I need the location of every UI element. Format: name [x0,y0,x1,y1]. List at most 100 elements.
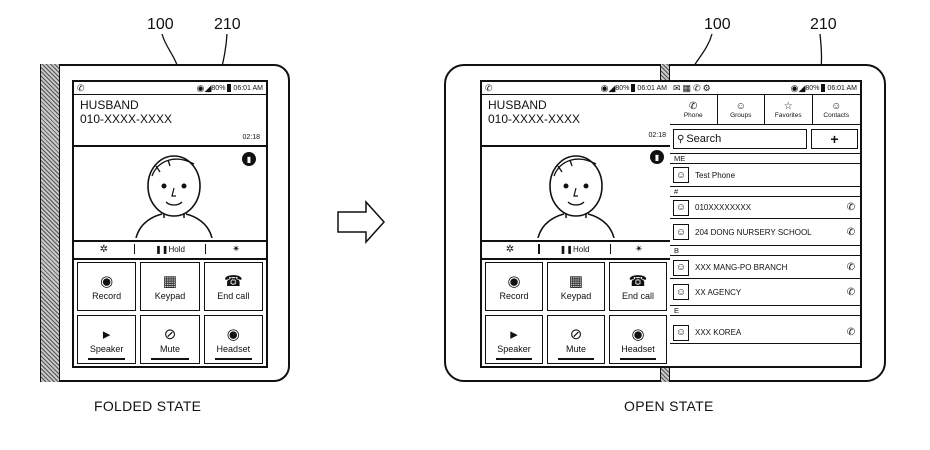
wifi-icon: ◉ [196,82,205,93]
search-input[interactable]: ⚲ Search [673,129,807,149]
contact-name: 204 DONG NURSERY SCHOOL [695,227,812,237]
contact-avatar-icon: ☺ [673,199,689,216]
device-reference-numeral: 100 [704,16,731,33]
call-button-grid: ◉ Record ▦ Keypad ☎ End call ▸ Speaker ⊘… [77,262,263,364]
divider [482,240,670,242]
call-options-icon[interactable]: ✴ [231,243,241,255]
leader-100-folded [161,33,179,69]
headset-icon: ◉ [631,325,645,343]
battery-level: 80% [211,84,226,92]
contact-name: 010XXXXXXXX [695,203,752,212]
headset-icon: ◉ [226,325,240,343]
caller-avatar [135,155,213,238]
speaker-button[interactable]: ▸ Speaker [77,315,137,364]
list-item[interactable]: ☺ Test Phone [670,164,860,186]
speaker-label: Speaker [89,343,124,354]
tab-label: Groups [730,111,752,119]
contacts-tab-bar: ✆ Phone ☺ Groups ☆ Favorites ☺ Contacts [670,95,860,125]
status-bar: ✆ ◉ ◢ 80% 06:01 AM [482,82,670,95]
call-icon[interactable]: ✆ [846,262,856,273]
phone-icon: ✆ [689,100,698,112]
end-call-button[interactable]: ☎ End call [609,262,667,311]
record-icon: ◉ [507,272,521,290]
tab-label: Contacts [823,111,850,119]
record-button[interactable]: ◉ Record [77,262,137,311]
end-call-label: End call [621,290,655,301]
noise-reduction-icon[interactable]: ✲ [505,243,515,255]
mute-icon: ⊘ [569,325,583,343]
add-contact-button[interactable]: + [811,129,858,149]
wifi-icon: ◉ [600,82,609,93]
status-bar: ✆ ◉ ◢ 80% 06:01 AM [74,82,266,95]
mute-button[interactable]: ⊘ Mute [140,315,200,364]
contact-name: XXX MANG-PO BRANCH [695,263,788,272]
record-button[interactable]: ◉ Record [485,262,543,311]
separator [538,244,540,254]
speaker-label: Speaker [497,343,531,354]
star-icon: ☆ [783,100,793,112]
end-call-button[interactable]: ☎ End call [203,262,263,311]
noise-reduction-icon[interactable]: ✲ [99,243,109,255]
mute-label: Mute [565,343,586,354]
contact-avatar-icon: ☺ [673,259,689,276]
list-item[interactable]: ☺ 204 DONG NURSERY SCHOOL ✆ [670,221,860,243]
call-icon[interactable]: ✆ [846,286,856,298]
section-header: # [670,186,860,197]
folded-state-label: FOLDED STATE [94,398,202,414]
tab-favorites[interactable]: ☆ Favorites [765,95,813,124]
search-placeholder: Search [686,133,722,145]
headset-button[interactable]: ◉ Headset [609,315,667,364]
volume-bars-icon[interactable]: ▮ [650,150,664,164]
speaker-button[interactable]: ▸ Speaker [485,315,543,364]
battery-icon [227,84,232,92]
tab-phone[interactable]: ✆ Phone [670,95,718,124]
call-icon[interactable]: ✆ [846,226,856,238]
signal-icon: ◢ [204,82,212,93]
call-icon[interactable]: ✆ [846,327,856,338]
caller-number: 010-XXXX-XXXX [488,112,581,126]
call-options-icon[interactable]: ✴ [634,243,644,255]
device-reference-numeral: 100 [147,16,174,33]
phone-icon: ✆ [693,82,701,93]
folded-screen: ✆ ◉ ◢ 80% 06:01 AM HUSBAND 010-XXXX-XXXX… [72,80,268,368]
pause-icon: ❚❚ [155,244,169,254]
search-icon: ⚲ [677,133,685,145]
call-button-grid: ◉ Record ▦ Keypad ☎ End call ▸ Speaker ⊘… [485,262,667,364]
separator [133,244,136,254]
battery-icon [631,84,636,92]
keypad-button[interactable]: ▦ Keypad [140,262,200,311]
list-item[interactable]: ☺ XXX MANG-PO BRANCH ✆ [670,257,860,279]
hold-button[interactable]: ❚❚ Hold [135,245,205,254]
settings-icon: ⚙ [702,82,711,93]
caller-info: HUSBAND 010-XXXX-XXXX [80,98,172,126]
tab-contacts[interactable]: ☺ Contacts [813,95,861,124]
battery-level: 80% [615,84,630,92]
caller-avatar [537,155,615,238]
list-item[interactable]: ☺ XXX KOREA ✆ [670,322,860,344]
volume-bars-icon[interactable]: ▮ [242,152,256,166]
headset-button[interactable]: ◉ Headset [203,315,263,364]
tab-groups[interactable]: ☺ Groups [718,95,765,124]
speaker-icon: ▸ [102,325,111,343]
open-state-label: OPEN STATE [624,398,714,414]
headset-label: Headset [216,343,251,354]
image-icon: ▦ [682,82,692,93]
leader-100-open [693,33,713,67]
mute-button[interactable]: ⊘ Mute [547,315,605,364]
groups-icon: ☺ [735,100,746,112]
end-call-icon: ☎ [628,272,648,290]
tab-label: Favorites [774,111,802,119]
clock: 06:01 AM [233,84,263,92]
section-header: B [670,245,860,256]
keypad-button[interactable]: ▦ Keypad [547,262,605,311]
speaker-icon: ▸ [510,325,518,343]
call-icon[interactable]: ✆ [846,202,856,213]
divider [74,258,266,260]
separator [204,244,207,254]
hold-button[interactable]: ❚❚ Hold [540,245,610,254]
record-icon: ◉ [100,272,114,290]
keypad-label: Keypad [154,290,186,301]
list-item[interactable]: ☺ XX AGENCY ✆ [670,281,860,303]
contact-avatar-icon: ☺ [673,284,689,300]
list-item[interactable]: ☺ 010XXXXXXXX ✆ [670,197,860,219]
